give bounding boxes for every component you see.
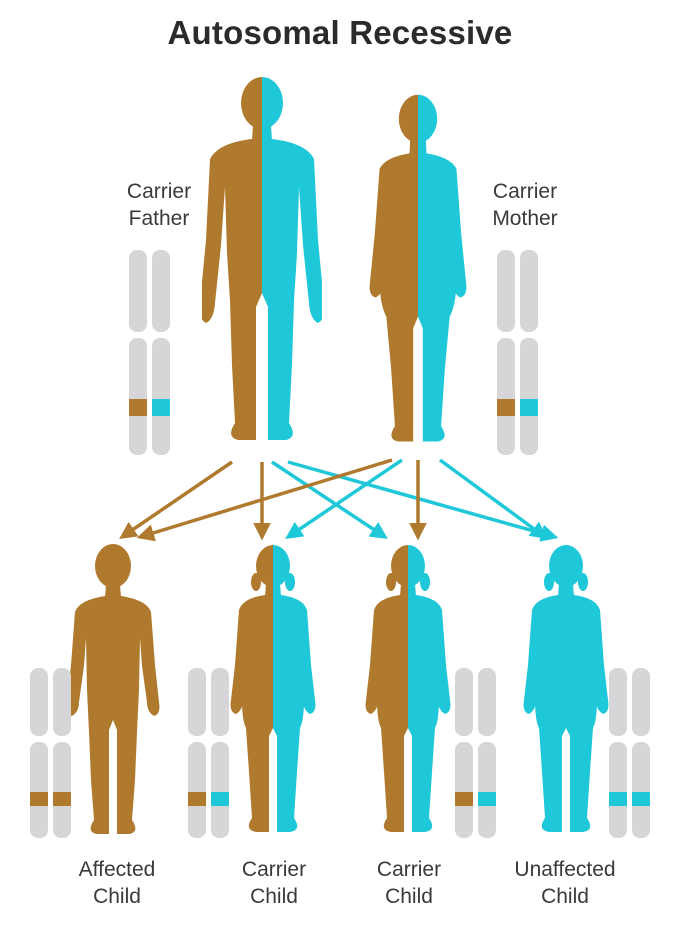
child-1-label: Affected Child (57, 856, 177, 910)
chromosome (129, 250, 147, 455)
chromosome-arm (53, 668, 71, 736)
child-2-label: Carrier Child (214, 856, 334, 910)
child-1-label-line1: Affected (78, 858, 156, 881)
chromosome-arm (455, 742, 473, 838)
mother-label-line2: Mother (492, 207, 558, 230)
father-to-child-1-arrow (119, 460, 233, 539)
child-4-label-line1: Unaffected (514, 858, 616, 881)
chromosome-arm (609, 668, 627, 736)
child-4-figure (523, 545, 609, 832)
chromosome-arm (455, 668, 473, 736)
chromosome-arm (30, 668, 48, 736)
child-1-chromosome-pair (30, 668, 71, 838)
chromosome (30, 668, 48, 838)
father-label-line2: Father (128, 207, 190, 230)
normal-allele-band (211, 792, 229, 806)
father-label: Carrier Father (104, 178, 214, 232)
chromosome-arm (609, 742, 627, 838)
mother-to-child-1-arrow (136, 458, 393, 542)
chromosome (152, 250, 170, 455)
chromosome-arm (497, 250, 515, 332)
child-4-chromosome-pair (609, 668, 650, 838)
father-to-child-4-arrow (287, 460, 559, 542)
mutant-allele-band (455, 792, 473, 806)
mother-figure (369, 94, 467, 442)
mother-to-child-2-arrow (285, 458, 403, 539)
mutant-allele-band (53, 792, 71, 806)
chromosome-arm (129, 338, 147, 455)
chromosome (478, 668, 496, 838)
inheritance-arrows (119, 458, 559, 542)
child-1-label-line2: Child (93, 885, 141, 908)
child-3-label: Carrier Child (349, 856, 469, 910)
chromosome (211, 668, 229, 838)
father-label-line1: Carrier (126, 180, 192, 203)
chromosome-arm (188, 742, 206, 838)
chromosome-arm (478, 742, 496, 838)
normal-allele-band (632, 792, 650, 806)
chromosome-arm (30, 742, 48, 838)
child-2-figure (230, 545, 316, 832)
child-2-label-line2: Child (250, 885, 298, 908)
chromosome (497, 250, 515, 455)
mother-label: Carrier Mother (470, 178, 580, 232)
mutant-allele-band (497, 399, 515, 416)
chromosome (53, 668, 71, 838)
chromosome-arm (497, 338, 515, 455)
child-3-chromosome-pair (455, 668, 496, 838)
mutant-allele-band (129, 399, 147, 416)
normal-allele-band (609, 792, 627, 806)
normal-allele-band (478, 792, 496, 806)
chromosome-arm (211, 742, 229, 838)
father-figure (202, 77, 322, 440)
normal-allele-band (152, 399, 170, 416)
mother-chromosome-pair (497, 250, 538, 455)
chromosome-arm (520, 338, 538, 455)
child-3-label-line2: Child (385, 885, 433, 908)
father-chromosome-pair (129, 250, 170, 455)
chromosome-arm (53, 742, 71, 838)
chromosome (632, 668, 650, 838)
chromosome (455, 668, 473, 838)
child-1-figure (66, 544, 160, 834)
chromosome-arm (632, 668, 650, 736)
chromosome-arm (478, 668, 496, 736)
child-3-label-line1: Carrier (376, 858, 442, 881)
child-4-label: Unaffected Child (495, 856, 635, 910)
mother-label-line1: Carrier (492, 180, 558, 203)
mutant-allele-band (188, 792, 206, 806)
chromosome-arm (211, 668, 229, 736)
chromosome (188, 668, 206, 838)
child-4-label-line2: Child (541, 885, 589, 908)
father-to-child-3-arrow (271, 460, 388, 539)
mutant-allele-band (30, 792, 48, 806)
diagram-title: Autosomal Recessive (167, 14, 513, 51)
chromosome (609, 668, 627, 838)
chromosome-arm (520, 250, 538, 332)
child-2-chromosome-pair (188, 668, 229, 838)
chromosome (520, 250, 538, 455)
chromosome-arm (129, 250, 147, 332)
child-2-label-line1: Carrier (241, 858, 307, 881)
chromosome-arm (632, 742, 650, 838)
normal-allele-band (520, 399, 538, 416)
chromosome-arm (152, 338, 170, 455)
chromosome-pairs (30, 250, 650, 838)
chromosome-arm (188, 668, 206, 736)
chromosome-arm (152, 250, 170, 332)
mother-to-child-4-arrow (438, 458, 548, 540)
child-3-figure (365, 545, 451, 832)
